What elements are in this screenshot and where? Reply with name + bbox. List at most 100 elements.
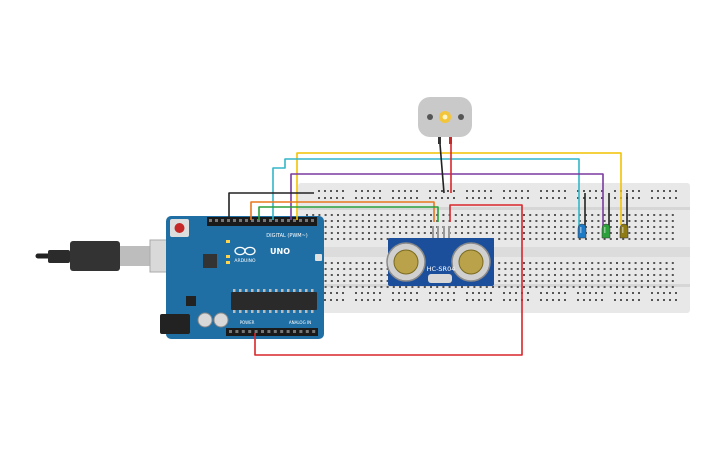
digital-pin-hole: [251, 219, 254, 222]
breadboard-hole: [467, 226, 470, 228]
breadboard-hole: [509, 197, 511, 199]
breadboard-hole: [324, 214, 327, 216]
breadboard-hole: [523, 220, 525, 222]
breadboard-hole: [523, 286, 525, 288]
breadboard-hole: [492, 214, 494, 216]
breadboard-hole: [490, 197, 492, 199]
breadboard-hole: [404, 197, 406, 199]
breadboard-hole: [583, 190, 585, 192]
breadboard-hole: [498, 220, 501, 222]
breadboard-hole: [492, 220, 494, 222]
breadboard-hole: [675, 190, 677, 192]
breadboard-hole: [591, 220, 594, 222]
breadboard-hole: [597, 238, 600, 240]
breadboard-hole: [585, 262, 587, 264]
breadboard-hole: [484, 197, 486, 199]
arduino-brand-label: ARDUINO: [234, 258, 256, 264]
wire-black-motor[interactable]: [439, 143, 445, 194]
breadboard-hole: [498, 274, 501, 276]
led-3[interactable]: [619, 223, 629, 239]
breadboard-hole: [597, 286, 600, 288]
wire-orange[interactable]: [250, 201, 435, 222]
breadboard-hole: [622, 214, 625, 216]
breadboard-hole: [540, 292, 542, 294]
digital-pin-header[interactable]: [207, 217, 317, 226]
breadboard-hole: [541, 238, 544, 240]
breadboard-hole: [523, 274, 525, 276]
breadboard-hole: [430, 220, 432, 222]
breadboard-hole: [361, 220, 364, 222]
chip-pin: [257, 289, 260, 292]
breadboard-hole: [429, 292, 431, 294]
breadboard-hole: [634, 232, 637, 234]
breadboard-hole: [380, 214, 383, 216]
breadboard-hole: [572, 268, 575, 270]
wire-yellow[interactable]: [296, 152, 622, 225]
breadboard-hole: [337, 214, 339, 216]
breadboard-hole: [558, 292, 560, 294]
breadboard-hole: [566, 262, 569, 264]
icsp-header: [315, 254, 322, 261]
led-1[interactable]: [577, 223, 587, 239]
breadboard-hole: [651, 292, 653, 294]
wire-cyan[interactable]: [272, 158, 580, 228]
breadboard-hole: [640, 286, 643, 288]
led-2[interactable]: [601, 223, 611, 239]
breadboard-hole: [479, 286, 482, 288]
breadboard-hole: [653, 286, 656, 288]
breadboard-hole: [417, 226, 420, 228]
breadboard-hole: [535, 274, 538, 276]
usb-chip: [203, 254, 217, 268]
breadboard-hole: [405, 286, 408, 288]
breadboard-hole: [342, 292, 344, 294]
breadboard-hole: [665, 214, 668, 216]
breadboard-hole: [423, 232, 426, 234]
breadboard-hole: [535, 286, 538, 288]
breadboard-hole: [423, 286, 426, 288]
breadboard-hole: [361, 226, 364, 228]
breadboard-hole: [669, 197, 671, 199]
breadboard-hole: [399, 226, 401, 228]
breadboard-hole: [516, 280, 519, 282]
wire-purple[interactable]: [290, 173, 604, 228]
breadboard-hole: [591, 238, 594, 240]
breadboard-hole: [498, 286, 501, 288]
breadboard-hole: [498, 232, 501, 234]
transducer-mesh-right: [458, 249, 484, 275]
dc-motor[interactable]: [418, 97, 472, 144]
breadboard-hole: [620, 299, 622, 301]
breadboard-hole: [640, 280, 643, 282]
breadboard-hole: [473, 232, 476, 234]
breadboard-hole: [597, 280, 600, 282]
breadboard-hole: [622, 280, 625, 282]
wire-black-gnd[interactable]: [228, 192, 314, 218]
usb-cable-strain-relief: [48, 250, 70, 263]
breadboard-hole: [665, 220, 668, 222]
breadboard-hole: [368, 214, 370, 216]
breadboard-hole: [609, 232, 612, 234]
breadboard-hole: [566, 268, 569, 270]
ultrasonic-sensor[interactable]: HC-SR04: [386, 226, 494, 286]
wire-red-5v[interactable]: [254, 204, 523, 356]
breadboard-hole: [466, 292, 468, 294]
breadboard-hole: [386, 214, 389, 216]
power-pin-hole: [254, 330, 258, 333]
breadboard-hole: [343, 226, 346, 228]
reset-button[interactable]: [174, 223, 185, 233]
breadboard-hole: [671, 262, 674, 264]
breadboard-hole: [595, 292, 597, 294]
breadboard-hole: [564, 190, 566, 192]
arduino-uno-board[interactable]: DIGITAL (PWM~) POWER ANALOG IN UNO ARDUI…: [160, 216, 324, 339]
breadboard-hole: [392, 232, 395, 234]
breadboard-hole: [454, 214, 457, 216]
breadboard-hole: [318, 190, 320, 192]
wire-green[interactable]: [258, 206, 439, 222]
breadboard-hole: [355, 280, 358, 282]
breadboard-hole: [379, 292, 381, 294]
power-analog-pin-header[interactable]: [226, 328, 318, 336]
breadboard-hole: [324, 220, 327, 222]
breadboard-hole: [560, 226, 563, 228]
breadboard-hole: [527, 292, 529, 294]
atmega-chip-pins: [233, 289, 314, 313]
breadboard-hole: [504, 274, 507, 276]
